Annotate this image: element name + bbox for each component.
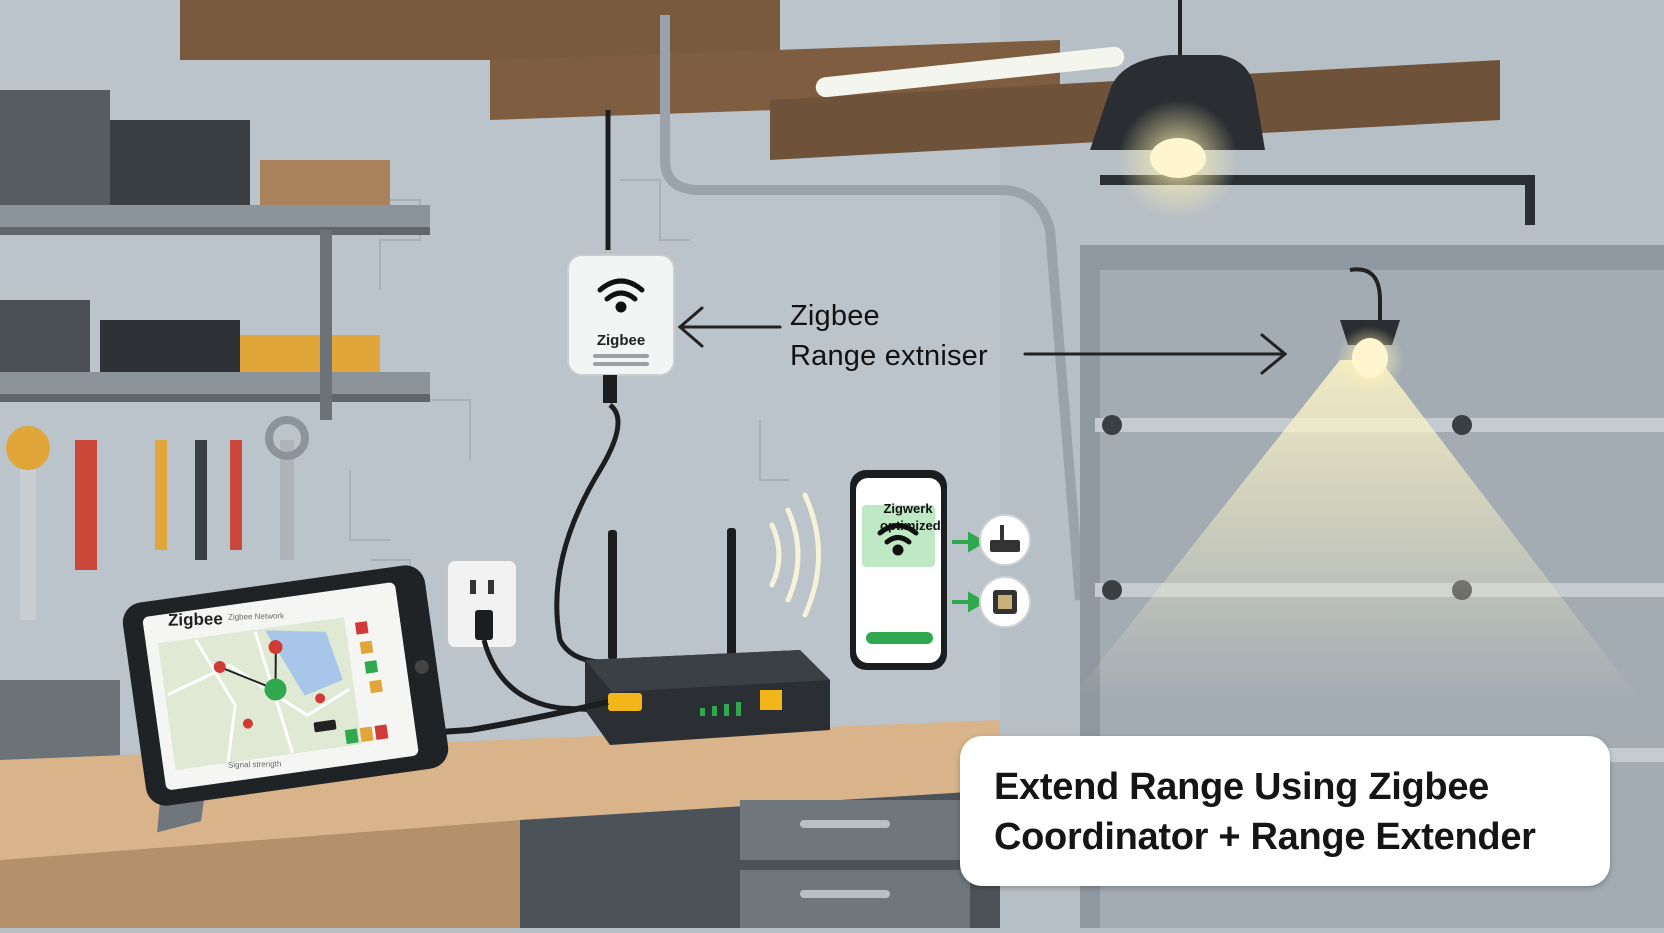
phone-status: Zigwerk optimized — [880, 500, 941, 534]
ethernet-cable — [439, 699, 609, 735]
light-bulb-icon — [1336, 267, 1404, 394]
conduit-pipe — [660, 15, 1085, 601]
ceiling-beam — [180, 0, 780, 60]
phone-status-line1: Zigwerk — [883, 501, 933, 516]
shelf-upper — [0, 90, 430, 235]
wifi-icon — [877, 523, 919, 556]
phone-status-line2: optimized — [880, 518, 941, 533]
signal-waves-icon — [769, 492, 821, 618]
router-icon — [990, 540, 1020, 552]
extender-cable — [554, 403, 621, 665]
smartphone — [850, 470, 947, 670]
arrow-left-icon — [677, 306, 782, 348]
callout-title: Zigbee — [790, 300, 880, 332]
tablet-title: Zigbee — [167, 609, 224, 630]
extender-brand-label: Zigbee — [596, 332, 646, 349]
map-pin-icon — [213, 640, 326, 729]
fluorescent-tube — [815, 46, 1125, 98]
tablet — [122, 565, 449, 833]
workbench — [0, 720, 1000, 928]
device-links — [952, 514, 1031, 628]
arrow-right-icon — [1023, 333, 1288, 375]
router-icon — [585, 528, 830, 745]
light-beam — [1070, 360, 1640, 700]
tablet-footer: Signal strength — [227, 759, 282, 770]
wifi-icon — [597, 278, 645, 313]
router-power-cable — [481, 639, 601, 713]
tablet-subtitle: Zigbee Network — [227, 611, 285, 622]
wrench-icon — [6, 416, 309, 620]
caption-line1: Extend Range Using Zigbee — [994, 766, 1490, 808]
power-outlet-icon — [446, 559, 518, 649]
caption-card: Extend Range Using Zigbee Coordinator + … — [960, 736, 1610, 886]
ceiling-lamp — [1090, 0, 1265, 220]
caption-line2: Coordinator + Range Extender — [994, 816, 1536, 858]
toolbox — [0, 680, 120, 770]
callout-subtitle: Range extniser — [790, 340, 988, 372]
shelf-lower — [0, 230, 430, 420]
range-extender-device — [567, 254, 675, 403]
door-rail — [1100, 175, 1535, 225]
